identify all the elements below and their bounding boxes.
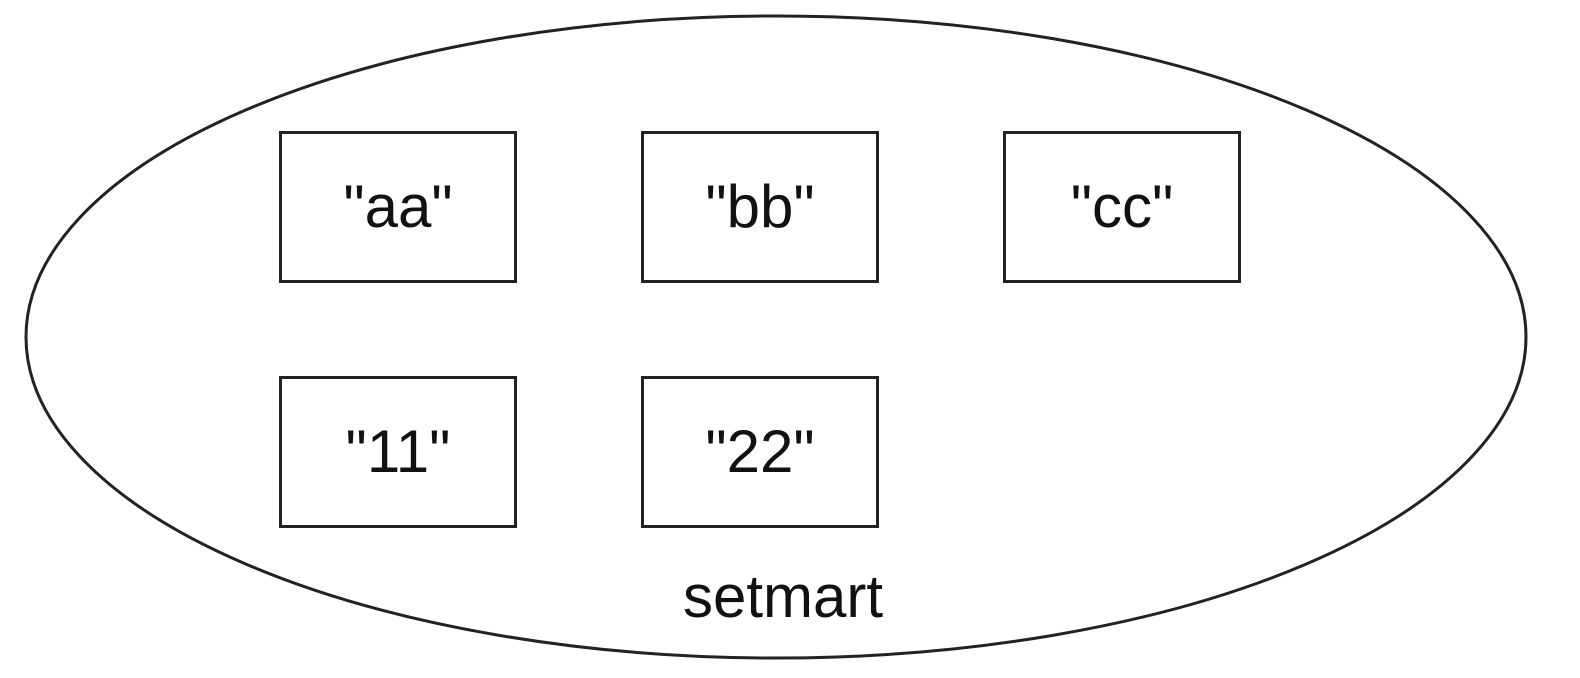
set-name-label: setmart	[682, 563, 884, 630]
set-element-box: "bb"	[641, 131, 879, 283]
set-element-box: "22"	[641, 376, 879, 528]
set-element-box: "cc"	[1003, 131, 1241, 283]
set-ellipse	[24, 14, 1528, 660]
set-element-box: "11"	[279, 376, 517, 528]
set-element-label: "bb"	[705, 173, 815, 240]
set-element-label: "11"	[345, 418, 451, 485]
set-element-label: "aa"	[343, 173, 453, 240]
set-element-box: "aa"	[279, 131, 517, 283]
set-element-label: "cc"	[1070, 173, 1174, 240]
set-element-label: "22"	[705, 418, 815, 485]
